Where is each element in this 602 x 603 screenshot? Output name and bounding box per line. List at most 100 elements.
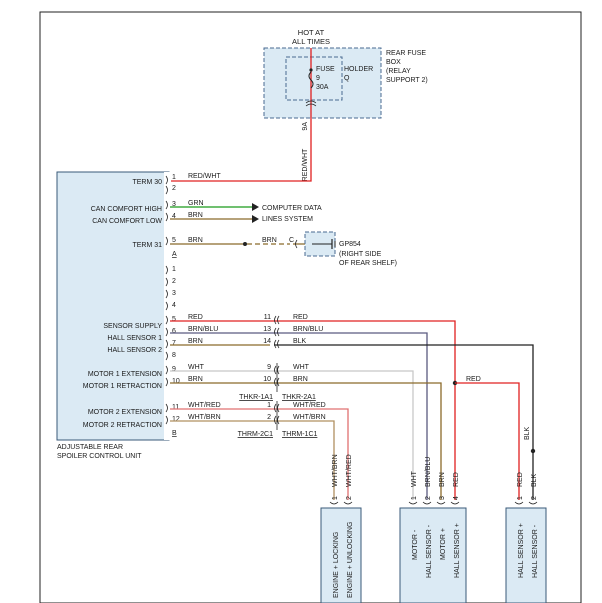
pin-label: 4 bbox=[172, 302, 176, 309]
wire-color-p4: BRN bbox=[188, 212, 203, 219]
lock-label-1: ENGINE + LOCKING bbox=[333, 532, 340, 598]
inline-connector-icons bbox=[274, 315, 280, 425]
hall-wire-1-color: RED bbox=[517, 472, 524, 487]
connector-c-icon bbox=[295, 239, 298, 249]
connector-id-thrm-left: THRM-2C1 bbox=[238, 431, 273, 438]
fuse-wire-color: RED/WHT bbox=[302, 148, 309, 181]
pin-label: 10 bbox=[172, 378, 180, 385]
connector-pin-icon bbox=[408, 501, 460, 505]
fuse-box-name-1: REAR FUSE bbox=[386, 50, 426, 57]
connector-id-thkr-right: THKR-2A1 bbox=[282, 394, 316, 401]
fn-hall2: HALL SENSOR 2 bbox=[107, 347, 162, 354]
spoiler-pin-1: 1 bbox=[411, 496, 418, 500]
fuse-box-name-3: (RELAY bbox=[386, 68, 411, 75]
spoiler-label-4: HALL SENSOR + bbox=[454, 523, 461, 578]
pin-label: A bbox=[172, 251, 177, 258]
pin-label: 7 bbox=[172, 340, 176, 347]
pin-label: 5 bbox=[172, 316, 176, 323]
hall-wire-2-color: BLK bbox=[531, 473, 538, 487]
page-frame bbox=[39, 11, 582, 603]
spoiler-wire-2-color: BRN/BLU bbox=[425, 457, 432, 487]
control-unit-pin-strip bbox=[164, 172, 170, 440]
arrow-right-icon bbox=[252, 215, 259, 223]
spoiler-pin-2: 2 bbox=[425, 496, 432, 500]
can-dest-1: COMPUTER DATA bbox=[262, 205, 322, 212]
pin-label: 6 bbox=[172, 328, 176, 335]
fn-term31: TERM 31 bbox=[132, 242, 162, 249]
lock-label-2: ENGINE + UNLOCKING bbox=[347, 522, 354, 598]
wire-color-c7: BRN bbox=[188, 338, 203, 345]
wire-color-p1: RED/WHT bbox=[188, 173, 221, 180]
wire-color-r6: BRN/BLU bbox=[293, 326, 323, 333]
connector-id-thkr-left: THKR-1A1 bbox=[239, 394, 273, 401]
hall-sensor: RED BLK 1 2 HALL SENSOR + HALL SENSOR - bbox=[505, 472, 547, 603]
splice-node bbox=[243, 242, 247, 246]
fn-sensor-supply: SENSOR SUPPLY bbox=[103, 323, 162, 330]
control-unit-name-2: SPOILER CONTROL UNIT bbox=[57, 453, 142, 460]
wire-hall-sensor-supply bbox=[455, 382, 520, 500]
control-unit-pins: 1 2 3 4 5 A 1 2 3 4 5 6 7 8 9 10 11 12 B bbox=[172, 174, 180, 437]
wire-motor2-ret bbox=[170, 420, 335, 500]
wire-color-r10: BRN bbox=[293, 376, 308, 383]
fuse-box-name-4: SUPPORT 2) bbox=[386, 77, 428, 84]
connector-pin-icon bbox=[514, 501, 538, 505]
pin-label: 3 bbox=[172, 201, 176, 208]
lock-wire-2-color: WHT/RED bbox=[346, 454, 353, 487]
wire-color-c11: WHT/RED bbox=[188, 402, 221, 409]
connector-pin-icon bbox=[329, 501, 353, 505]
pin-label: 12 bbox=[172, 416, 180, 423]
wire-sensor-supply bbox=[170, 320, 456, 500]
term30-feed-wire bbox=[171, 118, 312, 182]
hot-at-label: HOT AT bbox=[298, 28, 325, 37]
pin-label: 2 bbox=[172, 185, 176, 192]
spoiler-motor-body bbox=[399, 507, 467, 603]
wire-color-c5: RED bbox=[188, 314, 203, 321]
wire-color-c12: WHT/BRN bbox=[188, 414, 221, 421]
wire-color-c10: BRN bbox=[188, 376, 203, 383]
control-unit-body bbox=[56, 171, 170, 441]
spoiler-wire-4-color: RED bbox=[453, 472, 460, 487]
pin-label: 1 bbox=[172, 174, 176, 181]
fuse-pin-label: 9A bbox=[302, 122, 309, 131]
connector-c-label: C bbox=[289, 237, 294, 244]
wire-color-term31-b: BRN bbox=[262, 237, 277, 244]
inline-pin-13: 13 bbox=[263, 326, 271, 333]
fuse-box-outline bbox=[263, 47, 382, 119]
fn-motor2-ret: MOTOR 2 RETRACTION bbox=[83, 422, 162, 429]
fuse-holder-label: HOLDER bbox=[344, 66, 373, 73]
lock-wire-1-color: WHT/BRN bbox=[332, 454, 339, 487]
spoiler-label-1: MOTOR - bbox=[412, 529, 419, 560]
wire-color-red-splice: RED bbox=[466, 376, 481, 383]
wire-color-c9: WHT bbox=[188, 364, 205, 371]
inline-pin-2: 2 bbox=[267, 414, 271, 421]
pin-label: 9 bbox=[172, 366, 176, 373]
wire-color-p3: GRN bbox=[188, 200, 204, 207]
hall-pin-1: 1 bbox=[517, 496, 524, 500]
wire-color-c6: BRN/BLU bbox=[188, 326, 218, 333]
wire-motor1-ret bbox=[170, 382, 442, 500]
inline-pin-1: 1 bbox=[267, 402, 271, 409]
fuse-holder-outline bbox=[285, 56, 343, 101]
spoiler-control-unit: ADJUSTABLE REAR SPOILER CONTROL UNIT TER… bbox=[56, 171, 170, 460]
can-dest-2: LINES SYSTEM bbox=[262, 216, 313, 223]
ground-label-3: OF REAR SHELF) bbox=[339, 260, 397, 267]
fuse-number: 9 bbox=[316, 75, 320, 82]
inline-pin-11: 11 bbox=[264, 314, 271, 321]
lock-pin-1: 1 bbox=[332, 496, 339, 500]
splice-node bbox=[530, 448, 536, 454]
hall-pin-2: 2 bbox=[531, 496, 538, 500]
spoiler-pin-3: 3 bbox=[439, 496, 446, 500]
fuse-box-name-2: BOX bbox=[386, 59, 401, 66]
spoiler-wire-1-color: WHT bbox=[411, 470, 418, 487]
wire-color-r11: WHT/RED bbox=[293, 402, 326, 409]
ground-label-1: GP854 bbox=[339, 241, 361, 248]
inline-pin-9: 9 bbox=[267, 364, 271, 371]
pin-label: B bbox=[172, 430, 177, 437]
fuse-pin-connector-icon bbox=[305, 100, 317, 107]
wire-hall1 bbox=[170, 332, 428, 500]
wire-color-blk-vertical: BLK bbox=[524, 426, 531, 440]
lock-motor: WHT/BRN WHT/RED 1 2 ENGINE + LOCKING ENG… bbox=[320, 454, 362, 603]
fn-motor1-ext: MOTOR 1 EXTENSION bbox=[88, 371, 162, 378]
hall-sensor-body bbox=[505, 507, 547, 603]
spoiler-pin-4: 4 bbox=[453, 496, 460, 500]
